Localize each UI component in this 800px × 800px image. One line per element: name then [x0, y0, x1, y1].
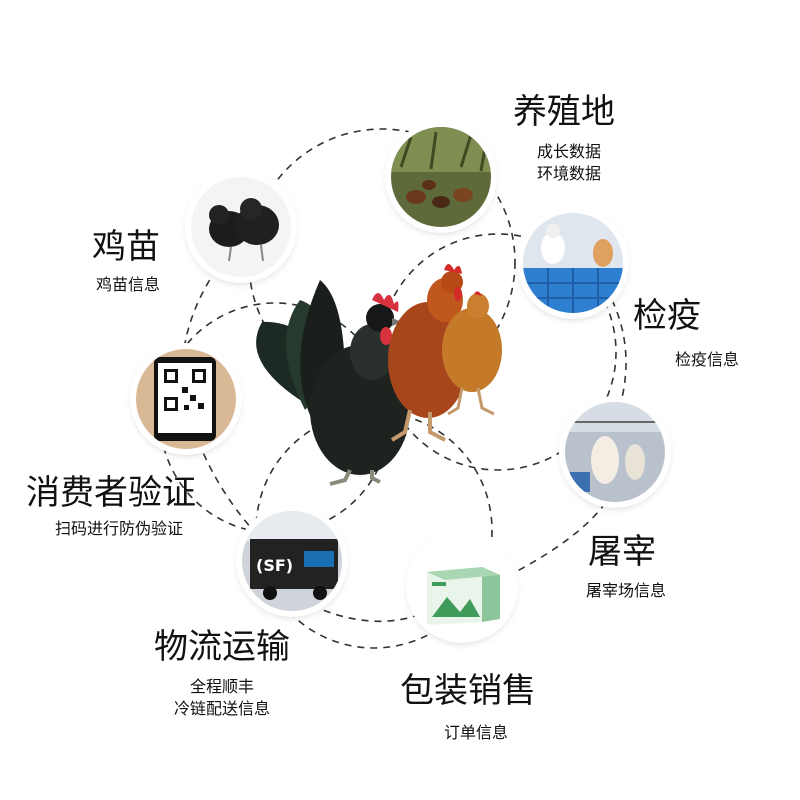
farm-info-line-1: 成长数据 — [536, 142, 601, 161]
quarantine-info: 检疫信息 — [663, 349, 751, 371]
quarantine-photo — [523, 213, 623, 313]
quarantine-title: 检疫 — [633, 296, 701, 336]
chick-info-line: 鸡苗信息 — [95, 275, 160, 294]
packaging-info: 订单信息 — [432, 722, 520, 744]
quarantine-info-line: 检疫信息 — [674, 350, 739, 369]
truck-logo-text: (SF) — [256, 556, 293, 575]
qr-scan-photo — [136, 349, 236, 449]
logistics-photo: (SF) — [242, 511, 342, 611]
farm-info-line-2: 环境数据 — [536, 164, 601, 183]
slaughter-info-line: 屠宰场信息 — [585, 581, 666, 600]
packaging-info-line: 订单信息 — [443, 723, 508, 742]
slaughter-photo — [565, 402, 665, 502]
logistics-title: 物流运输 — [154, 627, 290, 667]
farm-photo — [391, 127, 491, 227]
chick-photo — [191, 177, 291, 277]
chick-info: 鸡苗信息 — [84, 274, 172, 296]
chick-title: 鸡苗 — [92, 227, 160, 267]
slaughter-info: 屠宰场信息 — [570, 580, 682, 602]
farm-info: 成长数据 环境数据 — [525, 141, 613, 185]
logistics-info-line-1: 全程顺丰 — [189, 677, 254, 696]
farm-title: 养殖地 — [513, 92, 615, 132]
consumer-title: 消费者验证 — [26, 473, 196, 513]
logistics-info-line-2: 冷链配送信息 — [173, 699, 270, 718]
consumer-info-line: 扫码进行防伪验证 — [54, 519, 183, 538]
packaging-photo — [412, 537, 512, 637]
slaughter-title: 屠宰 — [588, 532, 656, 572]
connector-outer-left — [181, 237, 263, 541]
consumer-info: 扫码进行防伪验证 — [31, 518, 207, 540]
connector-outer-right-bottom — [499, 479, 619, 581]
packaging-title: 包装销售 — [400, 671, 536, 711]
logistics-info: 全程顺丰 冷链配送信息 — [158, 676, 286, 720]
